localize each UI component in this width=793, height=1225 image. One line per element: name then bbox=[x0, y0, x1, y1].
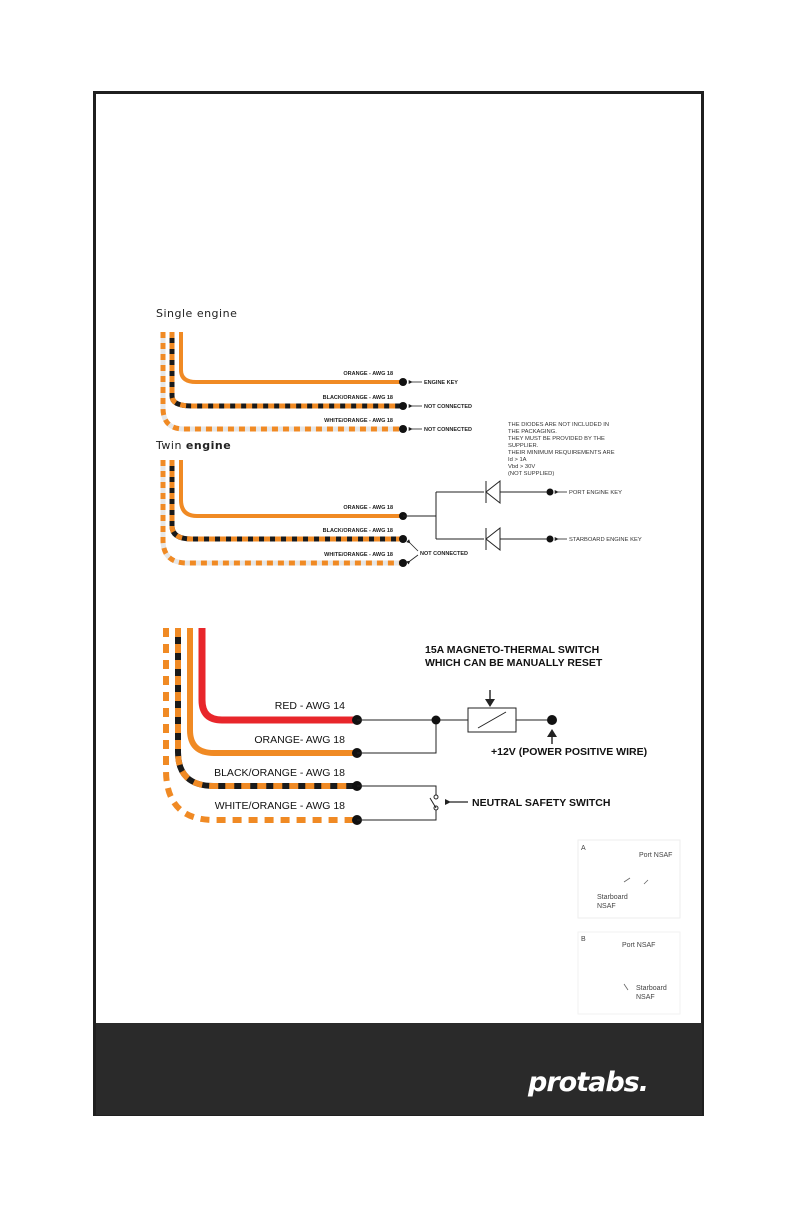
switch-lever bbox=[429, 797, 437, 809]
inset-a: A Port NSAF Starboard NSAF bbox=[577, 839, 681, 919]
terminal-dot bbox=[399, 425, 407, 433]
wire-label: BLACK/ORANGE - AWG 18 bbox=[214, 767, 345, 779]
terminal-dot bbox=[546, 535, 554, 543]
svg-text:NSAF: NSAF bbox=[597, 903, 616, 910]
wire-label: BLACK/ORANGE - AWG 18 bbox=[323, 395, 393, 401]
terminal-dot bbox=[399, 535, 407, 543]
single-engine-heading: Single engine bbox=[156, 307, 237, 320]
wire-label: WHITE/ORANGE - AWG 18 bbox=[324, 418, 393, 424]
protabs-logo: protabs. bbox=[528, 1067, 649, 1098]
breaker-title-2: WHICH CAN BE MANUALLY RESET bbox=[425, 657, 603, 669]
breaker-slash bbox=[477, 711, 507, 729]
power-wire-label: +12V (POWER POSITIVE WIRE) bbox=[491, 746, 647, 758]
arrow-icon bbox=[406, 539, 419, 552]
svg-text:(NOT SUPPLIED): (NOT SUPPLIED) bbox=[508, 471, 554, 477]
diode-note: THE DIODES ARE NOT INCLUDED IN THE PACKA… bbox=[508, 422, 615, 477]
target-label: NOT CONNECTED bbox=[424, 404, 472, 410]
arrow-down-head bbox=[485, 699, 495, 707]
terminal-dot bbox=[399, 559, 407, 567]
diode-icon bbox=[485, 479, 501, 505]
svg-text:Port NSAF: Port NSAF bbox=[639, 852, 672, 859]
svg-text:Vbd > 30V: Vbd > 30V bbox=[508, 464, 535, 470]
not-connected-label: NOT CONNECTED bbox=[420, 551, 468, 557]
wire-label: BLACK/ORANGE - AWG 18 bbox=[323, 528, 393, 534]
wire-label: RED - AWG 14 bbox=[275, 700, 345, 712]
diode-network bbox=[403, 491, 550, 540]
inset-b: B Port NSAF Starboard NSAF bbox=[577, 931, 681, 1015]
footer-band bbox=[96, 1023, 702, 1115]
svg-text:Id > 1A: Id > 1A bbox=[508, 457, 527, 463]
diode-icon bbox=[485, 526, 501, 552]
svg-text:Starboard: Starboard bbox=[597, 894, 628, 901]
wire-label: ORANGE - AWG 18 bbox=[343, 371, 393, 377]
target-label: ENGINE KEY bbox=[424, 380, 458, 386]
starboard-engine-key-label: STARBOARD ENGINE KEY bbox=[569, 537, 642, 543]
svg-text:Starboard: Starboard bbox=[636, 985, 667, 992]
terminal-dot bbox=[547, 715, 557, 725]
terminal-dot bbox=[399, 378, 407, 386]
svg-text:THEIR MINIMUM REQUIREMENTS ARE: THEIR MINIMUM REQUIREMENTS ARE bbox=[508, 450, 615, 456]
wire-label: ORANGE- AWG 18 bbox=[254, 734, 345, 746]
breaker-title-1: 15A MAGNETO-THERMAL SWITCH bbox=[425, 644, 599, 656]
port-engine-key-label: PORT ENGINE KEY bbox=[569, 490, 622, 496]
arrow-up-head bbox=[547, 729, 557, 737]
junction-dot bbox=[431, 715, 441, 725]
svg-text:THEY MUST BE PROVIDED BY THE: THEY MUST BE PROVIDED BY THE bbox=[508, 436, 605, 442]
arrow-icon bbox=[406, 554, 419, 565]
terminal-dot bbox=[399, 402, 407, 410]
svg-text:NSAF: NSAF bbox=[636, 994, 655, 1001]
svg-text:THE DIODES ARE NOT INCLUDED IN: THE DIODES ARE NOT INCLUDED IN bbox=[508, 422, 609, 428]
wire-label: WHITE/ORANGE - AWG 18 bbox=[324, 552, 393, 558]
switch-contact bbox=[433, 794, 439, 800]
svg-text:Port NSAF: Port NSAF bbox=[622, 942, 655, 949]
svg-text:THE PACKAGING.: THE PACKAGING. bbox=[508, 429, 557, 435]
wire-label: ORANGE - AWG 18 bbox=[343, 505, 393, 511]
neutral-switch-label: NEUTRAL SAFETY SWITCH bbox=[472, 797, 610, 809]
terminal-dot bbox=[546, 488, 554, 496]
power-harness bbox=[163, 628, 357, 823]
svg-text:A: A bbox=[581, 845, 586, 852]
single-engine-harness bbox=[160, 332, 403, 432]
svg-text:SUPPLIER.: SUPPLIER. bbox=[508, 443, 539, 449]
svg-text:B: B bbox=[581, 936, 586, 943]
power-circuit bbox=[357, 719, 552, 821]
twin-engine-harness bbox=[160, 460, 403, 566]
wire-label: WHITE/ORANGE - AWG 18 bbox=[215, 800, 345, 812]
twin-engine-heading: Twin engine bbox=[155, 439, 231, 452]
target-label: NOT CONNECTED bbox=[424, 427, 472, 433]
